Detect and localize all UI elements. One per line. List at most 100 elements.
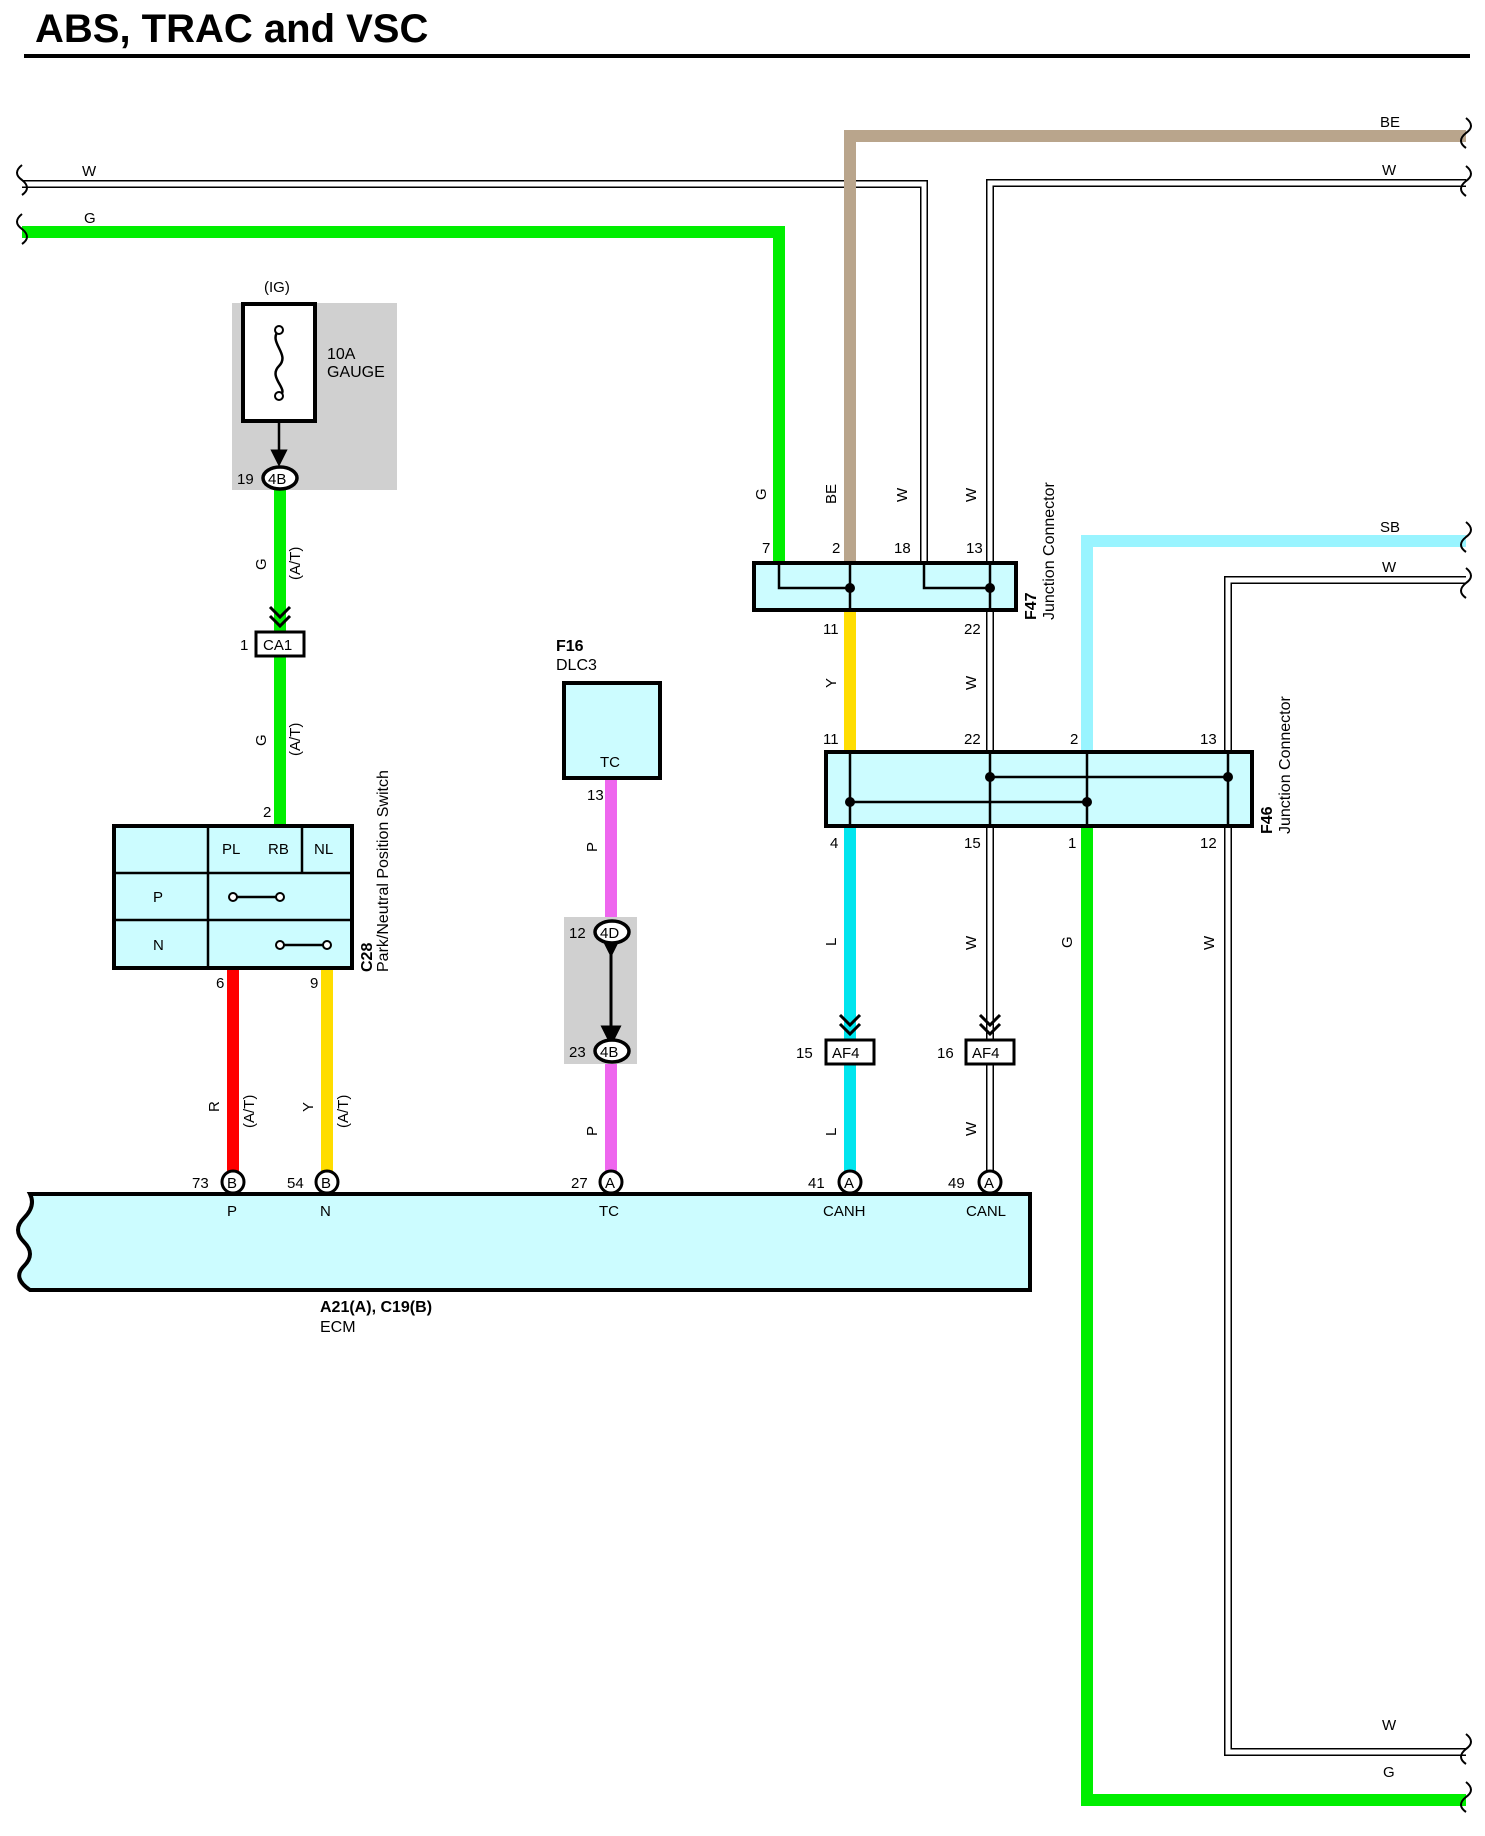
svg-text:G: G: [1059, 936, 1076, 948]
svg-text:(A/T): (A/T): [287, 547, 304, 580]
switch-row-p: P: [153, 889, 163, 906]
svg-text:73: 73: [192, 1175, 209, 1192]
dlc3-name: DLC3: [556, 657, 597, 674]
svg-text:(A/T): (A/T): [241, 1095, 258, 1128]
svg-text:P: P: [584, 842, 601, 852]
switch-pin-p: 6: [216, 975, 224, 992]
svg-text:W: W: [963, 675, 980, 690]
wire-sb: [1081, 535, 1466, 750]
f47-id: F47: [1023, 592, 1040, 620]
svg-text:A: A: [605, 1175, 615, 1192]
svg-text:CANL: CANL: [966, 1203, 1006, 1220]
fuse-power-label: (IG): [264, 279, 290, 296]
f47-pin-13: 13: [966, 540, 983, 557]
fuse-pin: 19: [237, 471, 254, 488]
svg-text:BE: BE: [1380, 114, 1400, 131]
svg-text:27: 27: [571, 1175, 588, 1192]
dlc3-relay-top-pin: 12: [569, 925, 586, 942]
fuse-connector: 4B: [268, 471, 286, 488]
switch-pin-n: 9: [310, 975, 318, 992]
svg-text:41: 41: [808, 1175, 825, 1192]
svg-text:G: G: [253, 734, 270, 746]
svg-text:W: W: [963, 487, 980, 502]
svg-text:Y: Y: [300, 1102, 317, 1112]
connector-af4-15: AF4 15: [796, 1013, 876, 1066]
dlc3-id: F16: [556, 638, 584, 655]
dlc3-pin: 13: [587, 787, 604, 804]
svg-text:L: L: [823, 938, 840, 946]
f47-pin-22: 22: [964, 621, 981, 638]
f46-pin-15: 15: [964, 835, 981, 852]
wire-w-top: [22, 180, 928, 563]
wire-break-right: [1460, 117, 1472, 1813]
f47-name: Junction Connector: [1041, 481, 1058, 620]
wire-g-top: [22, 226, 785, 563]
wire-labels: W G BE W SB W W G G BE W W G (A/T) G (A/…: [82, 114, 1400, 1781]
dlc3-terminal: TC: [600, 754, 620, 771]
svg-text:G: G: [84, 210, 96, 227]
af4-15-id: AF4: [832, 1045, 860, 1062]
f46-name: Junction Connector: [1277, 695, 1294, 834]
af4-16-id: AF4: [972, 1045, 1000, 1062]
dlc3-relay-top-connector: 4D: [600, 925, 619, 942]
svg-text:G: G: [253, 558, 270, 570]
ca1-id: CA1: [263, 637, 292, 654]
junction-f46: 11 22 2 13 4 15 1 12 F46 Junction Connec…: [823, 695, 1294, 852]
ecm-terminal-tc: A 27 TC: [571, 1169, 624, 1220]
f46-pin-1: 1: [1068, 835, 1076, 852]
svg-text:R: R: [206, 1101, 223, 1112]
af4-16-pin: 16: [937, 1045, 954, 1062]
dlc3-relay-bottom-pin: 23: [569, 1044, 586, 1061]
f47-pin-7: 7: [762, 540, 770, 557]
f47-pin-18: 18: [894, 540, 911, 557]
svg-text:Y: Y: [823, 678, 840, 688]
f46-pin-11: 11: [823, 731, 839, 748]
switch-col-nl: NL: [314, 841, 333, 858]
f46-pin-4: 4: [830, 835, 838, 852]
switch-col-pl: PL: [222, 841, 240, 858]
ecm-terminal-n: B 54 N: [287, 1169, 340, 1220]
svg-text:54: 54: [287, 1175, 304, 1192]
fuse-rating: 10A: [327, 346, 356, 363]
wire-be: [844, 130, 1466, 563]
svg-text:A: A: [984, 1175, 994, 1192]
svg-text:(A/T): (A/T): [287, 723, 304, 756]
svg-text:W: W: [894, 487, 911, 502]
svg-text:W: W: [1382, 162, 1397, 179]
svg-text:W: W: [1201, 935, 1218, 950]
page-title: ABS, TRAC and VSC: [35, 7, 428, 51]
fuse-name: GAUGE: [327, 364, 385, 381]
svg-text:W: W: [82, 163, 97, 180]
svg-text:G: G: [1383, 1764, 1395, 1781]
svg-text:49: 49: [948, 1175, 965, 1192]
f46-pin-13: 13: [1200, 731, 1217, 748]
ecm-id: A21(A), C19(B): [320, 1299, 432, 1316]
ecm-name: ECM: [320, 1319, 356, 1336]
svg-text:G: G: [753, 488, 770, 500]
svg-text:P: P: [584, 1126, 601, 1136]
svg-text:A: A: [844, 1175, 854, 1192]
svg-text:TC: TC: [599, 1203, 619, 1220]
f47-pin-2: 2: [832, 540, 840, 557]
wire-break-left: [16, 164, 28, 245]
f46-pin-2: 2: [1070, 731, 1078, 748]
svg-text:BE: BE: [823, 484, 840, 504]
svg-text:W: W: [963, 935, 980, 950]
f46-pin-22: 22: [964, 731, 981, 748]
svg-text:P: P: [227, 1203, 237, 1220]
switch-c28: PL RB NL P N 2 6 9 C28 Park/Neutral Posi…: [112, 770, 392, 992]
svg-text:(A/T): (A/T): [335, 1095, 352, 1128]
ecm: B 73 P B 54 N A 27 TC A 41 CANH A 49 CAN…: [16, 1169, 1032, 1336]
switch-col-rb: RB: [268, 841, 289, 858]
ecm-terminal-canh: A 41 CANH: [808, 1169, 866, 1220]
switch-pin-top: 2: [263, 804, 271, 821]
switch-id: C28: [359, 943, 376, 972]
svg-text:SB: SB: [1380, 519, 1400, 536]
svg-text:W: W: [1382, 1717, 1397, 1734]
connector-ca1: CA1 1: [240, 605, 306, 658]
svg-text:L: L: [823, 1128, 840, 1136]
dlc3-relay-bottom-connector: 4B: [600, 1044, 618, 1061]
svg-text:B: B: [321, 1175, 331, 1192]
f46-id: F46: [1259, 806, 1276, 834]
